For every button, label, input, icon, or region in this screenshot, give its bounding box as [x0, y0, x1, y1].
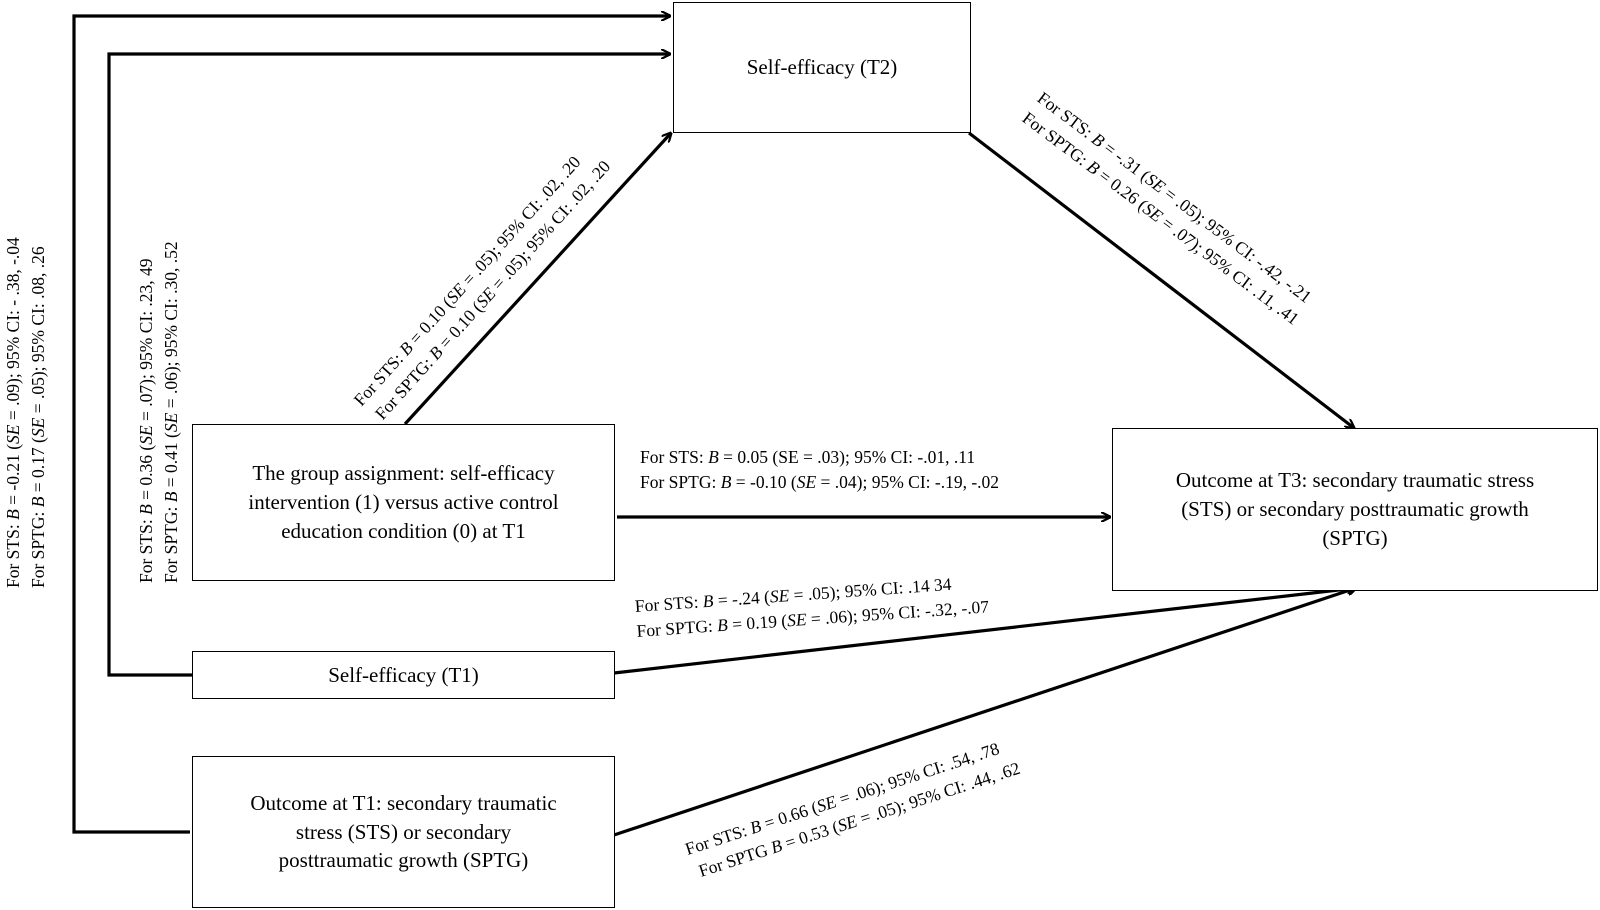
label-t1-to-se2-sts: For STS: B = -0.21 (SE = .09); 95% CI: -… [3, 237, 23, 588]
node-group-assignment-line-2: intervention (1) versus active control [248, 490, 559, 515]
node-outcome-t3-line-1: Outcome at T3: secondary traumatic stres… [1175, 468, 1535, 493]
label-se1-to-se2: For STS: B = 0.36 (SE = .07); 95% CI: .2… [134, 241, 185, 583]
arrow-group-to-self-efficacy-t2 [403, 133, 671, 426]
node-group-assignment-line-1: The group assignment: self-efficacy [252, 461, 555, 486]
node-outcome-t3-line-3: (SPTG) [1322, 525, 1388, 550]
label-group-to-t3: For STS: B = 0.05 (SE = .03); 95% CI: -.… [640, 445, 999, 496]
label-t1-to-se2: For STS: B = -0.21 (SE = .09); 95% CI: -… [1, 237, 52, 588]
node-outcome-t1: Outcome at T1: secondary traumatic stres… [192, 756, 615, 908]
label-t1-to-se2-sptg: For SPTG: B = 0.17 (SE = .05); 95% CI: .… [28, 246, 49, 588]
label-group-to-t3-sts: For STS: B = 0.05 (SE = .03); 95% CI: -.… [640, 447, 976, 467]
node-self-efficacy-t2: Self-efficacy (T2) [673, 2, 971, 133]
node-self-efficacy-t1: Self-efficacy (T1) [192, 651, 615, 699]
node-group-assignment: The group assignment: self-efficacy inte… [192, 424, 615, 581]
node-outcome-t1-line-2: stress (STS) or secondary [295, 819, 512, 844]
node-outcome-t1-line-3: posttraumatic growth (SPTG) [278, 848, 529, 873]
node-outcome-t3: Outcome at T3: secondary traumatic stres… [1112, 428, 1598, 591]
arrow-t1-outcome-to-self-efficacy-t2 [72, 16, 670, 834]
node-group-assignment-line-3: education condition (0) at T1 [281, 518, 526, 543]
arrow-self-efficacy-t1-to-self-efficacy-t2 [107, 54, 670, 677]
node-self-efficacy-t1-label: Self-efficacy (T1) [328, 662, 479, 687]
node-outcome-t1-line-1: Outcome at T1: secondary traumatic [250, 790, 557, 815]
label-group-to-t3-sptg: For SPTG: B = -0.10 (SE = .04); 95% CI: … [640, 472, 1000, 493]
arrow-self-efficacy-t2-to-outcome-t3 [968, 131, 1354, 428]
label-se1-to-se2-sts: For STS: B = 0.36 (SE = .07); 95% CI: .2… [136, 258, 156, 583]
arrow-outcome-t1-to-outcome-t3 [613, 588, 1356, 837]
node-outcome-t3-line-2: (STS) or secondary posttraumatic growth [1181, 497, 1529, 522]
label-se1-to-se2-sptg: For SPTG: B = 0.41 (SE = .06); 95% CI: .… [161, 241, 182, 583]
node-self-efficacy-t2-label: Self-efficacy (T2) [746, 55, 898, 80]
arrow-self-efficacy-t1-to-outcome-t3 [613, 588, 1356, 675]
